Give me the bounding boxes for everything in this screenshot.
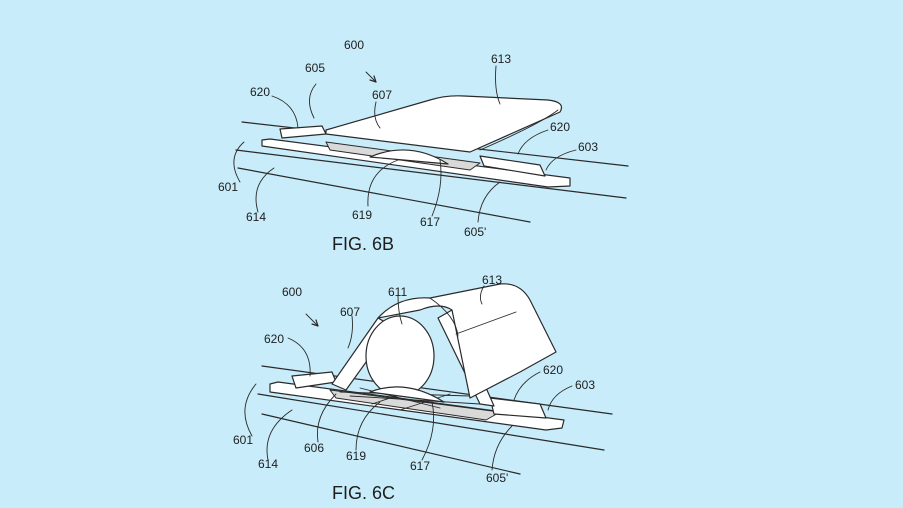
fig6b-leader-613 xyxy=(495,65,501,105)
fig6b-dome xyxy=(369,149,449,165)
fig6c-ref-601: 601 xyxy=(233,433,253,447)
fig6b-leader-614 xyxy=(255,167,275,213)
fig6c-ref-600: 600 xyxy=(282,285,302,299)
figure-6c xyxy=(257,283,613,475)
fig6c-ref-605p: 605' xyxy=(486,471,508,485)
fig6c-dome xyxy=(369,386,445,403)
fig6b-ref-601: 601 xyxy=(218,180,238,194)
fig6c-ref-620b: 620 xyxy=(543,363,563,377)
fig6c-ref-619: 619 xyxy=(346,449,366,463)
fig6b-leader-603 xyxy=(545,149,577,171)
fig6c-ref-613: 613 xyxy=(482,273,502,287)
fig6c-leader-617 xyxy=(421,401,435,461)
fig6b-pad-left xyxy=(279,125,327,139)
fig6c-leader-620b xyxy=(513,371,541,401)
fig6c-caption: FIG. 6C xyxy=(332,483,395,503)
fig6b-ref-620b: 620 xyxy=(550,120,570,134)
fig6b-ref-620a: 620 xyxy=(250,85,270,99)
fig6b-ref-614: 614 xyxy=(246,210,266,224)
fig6c-ref-617: 617 xyxy=(410,459,430,473)
fig6b-cover-sheet xyxy=(325,95,563,153)
fig6c-arrowhead-600 xyxy=(311,319,319,327)
fig6b-arrowhead-600 xyxy=(369,75,377,83)
fig6c-ref-606: 606 xyxy=(304,441,324,455)
fig6c-leader-611 xyxy=(397,295,403,325)
fig6c-ref-611: 611 xyxy=(388,285,407,299)
fig6b-leader-620b xyxy=(517,129,549,155)
fig6b-leader-619 xyxy=(367,159,399,207)
fig6b-ref-607: 607 xyxy=(372,88,392,102)
fig6c-ref-620a: 620 xyxy=(264,332,284,346)
fig6b-ref-603: 603 xyxy=(578,140,598,154)
fig6c-cover-crease xyxy=(455,311,517,335)
fig6c-pad-right xyxy=(489,397,547,419)
fig6c-cover-edge xyxy=(429,297,459,337)
fig6b-leader-620a xyxy=(271,95,299,129)
fig6c-leader-613 xyxy=(479,285,485,305)
fig6b-leader-605p xyxy=(477,181,501,223)
fig6b-ref-617: 617 xyxy=(420,215,440,229)
fig6c-pad-left xyxy=(291,371,337,389)
fig6c-leader-600 xyxy=(305,313,319,327)
fig6b-leader-601 xyxy=(233,141,245,183)
fig6c-leader-607 xyxy=(347,315,353,349)
fig6b-leader-600 xyxy=(365,71,377,83)
fig6b-ref-613: 613 xyxy=(491,52,511,66)
fig6b-cover-fold xyxy=(479,109,559,151)
fig6c-leader-605p xyxy=(491,425,513,471)
fig6b-ref-605p: 605' xyxy=(464,225,486,239)
fig6c-leader-603 xyxy=(547,385,573,411)
fig6c-roller xyxy=(365,315,435,397)
fig6c-ref-603: 603 xyxy=(575,378,595,392)
fig6c-leader-606 xyxy=(316,393,337,443)
fig6b-leader-617 xyxy=(431,159,442,217)
fig6c-ref-614: 614 xyxy=(258,457,278,471)
fig6b-ref-600: 600 xyxy=(344,38,364,52)
fig6b-pad-right xyxy=(479,155,546,177)
fig6b-substrate-mid-line xyxy=(235,149,627,199)
fig6c-leader-619 xyxy=(355,401,381,451)
fig6c-cover-top xyxy=(377,283,557,399)
figure-6b xyxy=(235,95,629,223)
fig6c-ref-607: 607 xyxy=(340,305,360,319)
fig6b-leader-607 xyxy=(374,101,381,129)
fig6c-leader-614 xyxy=(266,409,293,461)
fig6c-leader-601 xyxy=(244,383,257,437)
fig6b-caption: FIG. 6B xyxy=(332,234,394,254)
fig6b-leader-605 xyxy=(309,83,317,119)
fig6b-substrate-bottom-line xyxy=(237,167,531,223)
fig6c-substrate-mid-line xyxy=(257,393,605,451)
fig6b-ref-619: 619 xyxy=(352,208,372,222)
fig6c-substrate-bottom-line xyxy=(261,413,521,475)
fig6b-ref-605: 605 xyxy=(305,61,325,75)
fig6c-leader-620a xyxy=(287,337,311,377)
